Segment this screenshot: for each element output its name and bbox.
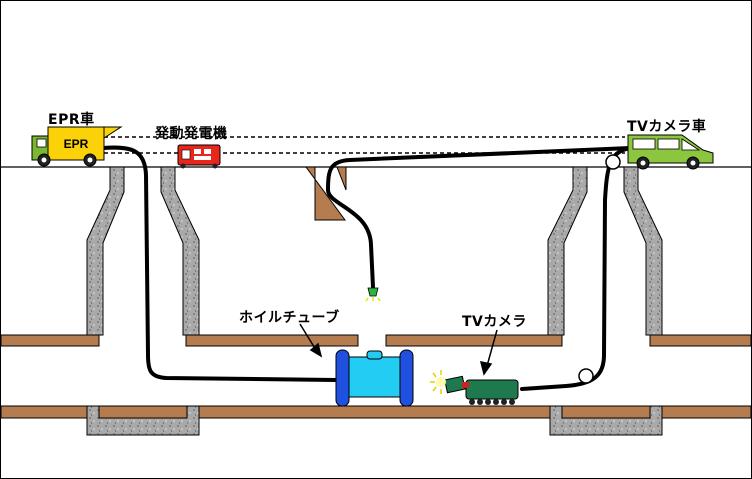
pipe-ceiling-mid-left <box>185 334 359 347</box>
pipe-ceiling-left <box>0 334 100 347</box>
epr-cable <box>101 145 338 382</box>
left-manhole <box>86 166 200 336</box>
hose-tube-device-icon <box>335 349 414 407</box>
pulley-bottom <box>578 368 594 384</box>
pipe-ceiling-right <box>649 334 752 347</box>
epr-truck-label: EPR車 <box>48 112 95 128</box>
epr-truck-body-text: EPR <box>64 137 89 151</box>
tv-camera-truck-label: TVカメラ車 <box>627 119 707 135</box>
tv-camera-label: TVカメラ <box>462 314 527 330</box>
right-manhole <box>547 166 663 336</box>
pipe-ceiling-mid-right <box>385 334 563 347</box>
tv-camera-truck-icon <box>627 134 714 170</box>
generator-label: 発動発電機 <box>155 126 228 142</box>
lateral-sensor-icon <box>365 287 381 302</box>
camera-light-icon <box>430 370 446 394</box>
callout-arrows <box>299 323 498 376</box>
tv-camera-robot-icon <box>444 375 519 405</box>
hose-tube-label: ホイルチューブ <box>239 310 340 326</box>
pulley-top <box>605 154 621 170</box>
camera-cable-upper <box>326 146 632 289</box>
lateral-pipe <box>305 166 347 221</box>
epr-truck-icon <box>31 126 123 167</box>
generator-icon <box>177 144 221 169</box>
